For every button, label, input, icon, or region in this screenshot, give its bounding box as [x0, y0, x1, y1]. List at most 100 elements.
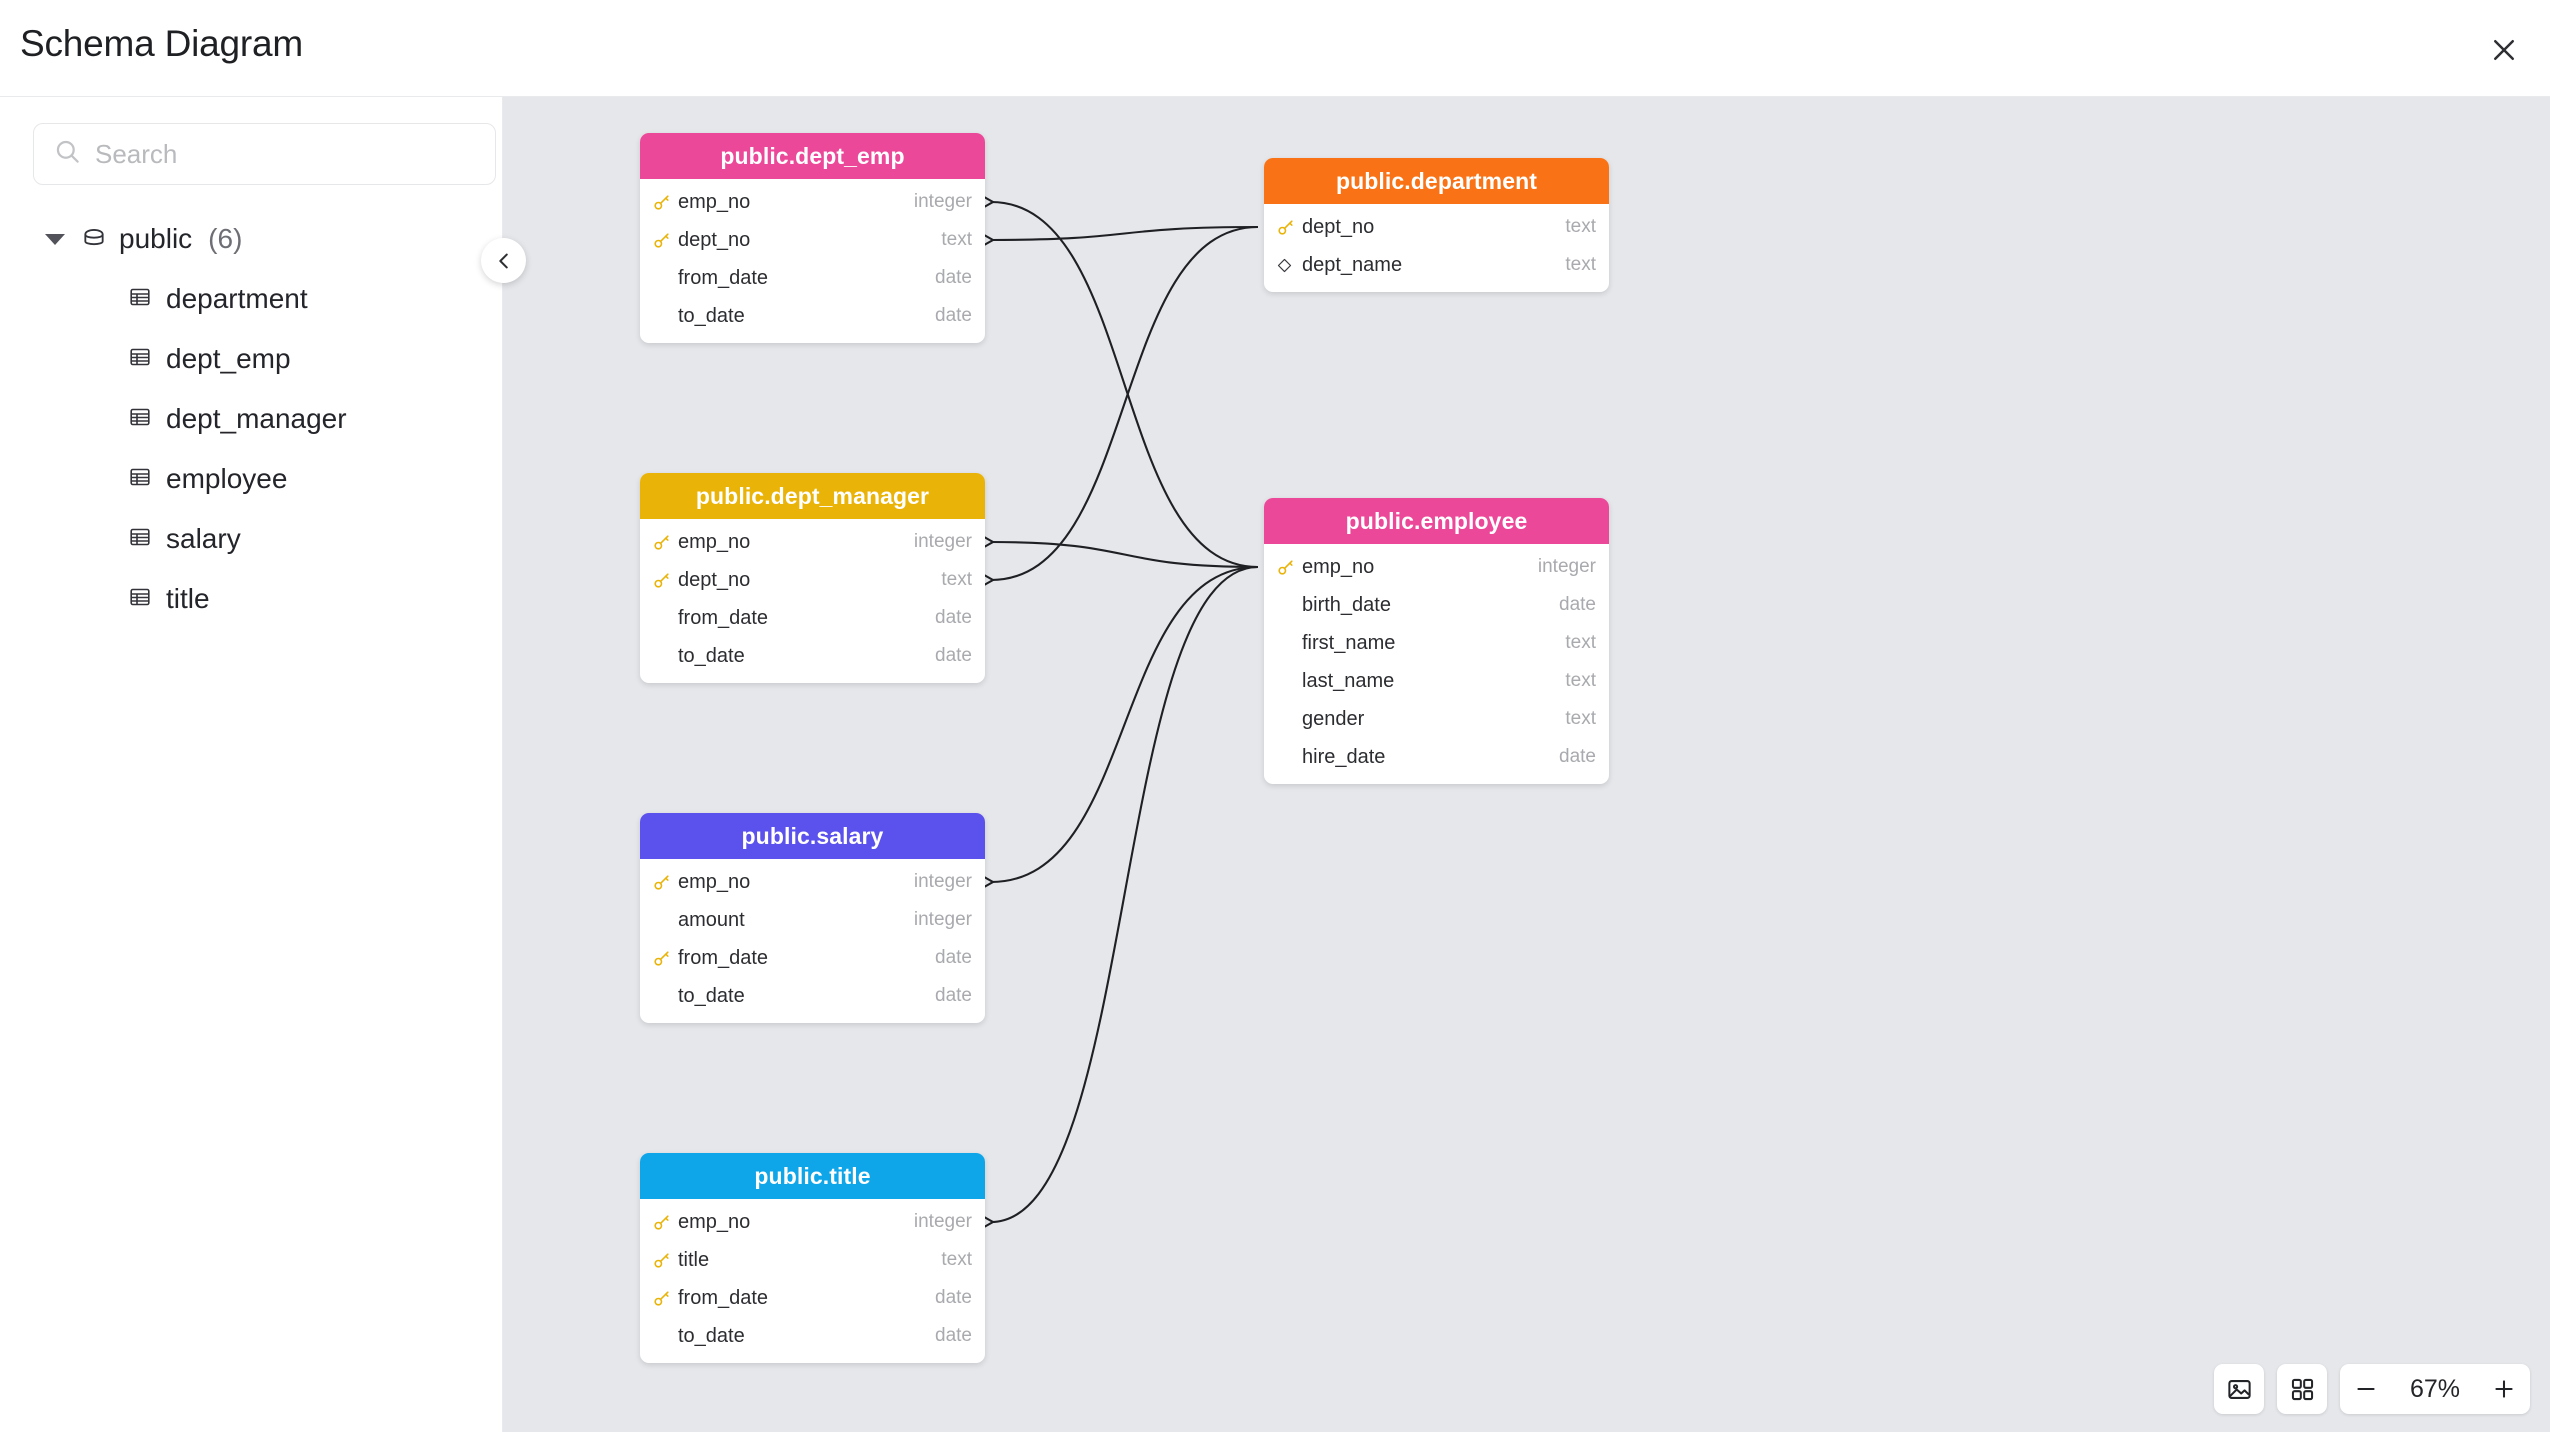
search-input[interactable]	[95, 138, 475, 170]
search-box[interactable]	[33, 123, 496, 185]
sidebar-item-employee[interactable]: employee	[0, 449, 503, 509]
sidebar-item-title[interactable]: title	[0, 569, 503, 629]
column-name: dept_name	[1302, 253, 1403, 276]
column-row[interactable]: dept_name text	[1264, 246, 1609, 284]
column-name: to_date	[678, 644, 745, 667]
column-type: text	[1565, 670, 1596, 691]
column-type: date	[935, 267, 972, 288]
export-image-icon[interactable]	[2214, 1364, 2264, 1414]
primary-key-icon	[652, 1289, 678, 1308]
edge-salary-employee	[990, 565, 1259, 884]
zoom-in-button[interactable]	[2478, 1364, 2530, 1414]
column-row[interactable]: hire_date date	[1264, 738, 1609, 776]
column-name: hire_date	[1302, 745, 1386, 768]
column-row[interactable]: emp_no integer	[640, 1203, 985, 1241]
zoom-out-button[interactable]	[2340, 1364, 2392, 1414]
sidebar-item-label: employee	[166, 463, 288, 494]
column-name: to_date	[678, 984, 745, 1007]
sidebar-item-dept_emp[interactable]: dept_emp	[0, 329, 503, 389]
table-node-header: public.dept_emp	[640, 133, 985, 179]
sidebar-item-label: department	[166, 283, 308, 314]
column-name: dept_no	[678, 568, 751, 591]
schema-label: public	[119, 223, 193, 254]
primary-key-icon	[652, 1213, 678, 1232]
zoom-controls: 67%	[2340, 1364, 2530, 1414]
sidebar-item-label: title	[166, 583, 210, 614]
sidebar-item-department[interactable]: department	[0, 269, 503, 329]
table-node-header: public.salary	[640, 813, 985, 859]
column-row[interactable]: last_name text	[1264, 662, 1609, 700]
column-name: from_date	[678, 606, 769, 629]
column-type: text	[941, 569, 972, 590]
sidebar-item-label: salary	[166, 523, 241, 554]
sidebar: public (6) department dept_empdept_manage…	[0, 97, 503, 1432]
primary-key-icon	[652, 949, 678, 968]
auto-layout-icon[interactable]	[2277, 1364, 2327, 1414]
zoom-level-label[interactable]: 67%	[2409, 1374, 2461, 1403]
primary-key-icon	[1276, 218, 1302, 237]
close-icon[interactable]	[2478, 24, 2530, 76]
column-type: integer	[913, 1211, 972, 1232]
column-name: last_name	[1302, 669, 1395, 692]
table-icon	[128, 405, 152, 434]
column-name: birth_date	[1302, 593, 1391, 616]
column-type: text	[1565, 254, 1596, 275]
column-row[interactable]: dept_no text	[640, 561, 985, 599]
tree-node-public[interactable]: public (6)	[0, 209, 503, 269]
sidebar-item-salary[interactable]: salary	[0, 509, 503, 569]
column-name: dept_no	[678, 228, 751, 251]
column-type: date	[1559, 746, 1596, 767]
primary-key-icon	[652, 571, 678, 590]
sidebar-item-dept_manager[interactable]: dept_manager	[0, 389, 503, 449]
database-icon	[81, 224, 107, 255]
column-type: text	[941, 229, 972, 250]
sidebar-collapse-button[interactable]	[481, 238, 526, 283]
canvas-toolbar: 67%	[2214, 1364, 2530, 1414]
column-row[interactable]: birth_date date	[1264, 586, 1609, 624]
edge-title-employee	[990, 565, 1259, 1224]
column-row[interactable]: dept_no text	[640, 221, 985, 259]
column-name: emp_no	[678, 190, 751, 213]
edge-dept_emp-employee	[990, 200, 1259, 569]
column-type: integer	[913, 871, 972, 892]
column-name: from_date	[678, 266, 769, 289]
caret-down-icon[interactable]	[45, 233, 65, 245]
column-type: integer	[1537, 556, 1596, 577]
table-node-header: public.department	[1264, 158, 1609, 204]
table-icon	[128, 285, 152, 314]
column-type: date	[1559, 594, 1596, 615]
column-type: date	[935, 305, 972, 326]
column-row[interactable]: from_date date	[640, 259, 985, 297]
column-type: date	[935, 947, 972, 968]
column-name: emp_no	[678, 1210, 751, 1233]
column-type: text	[1565, 216, 1596, 237]
primary-key-icon	[652, 193, 678, 212]
